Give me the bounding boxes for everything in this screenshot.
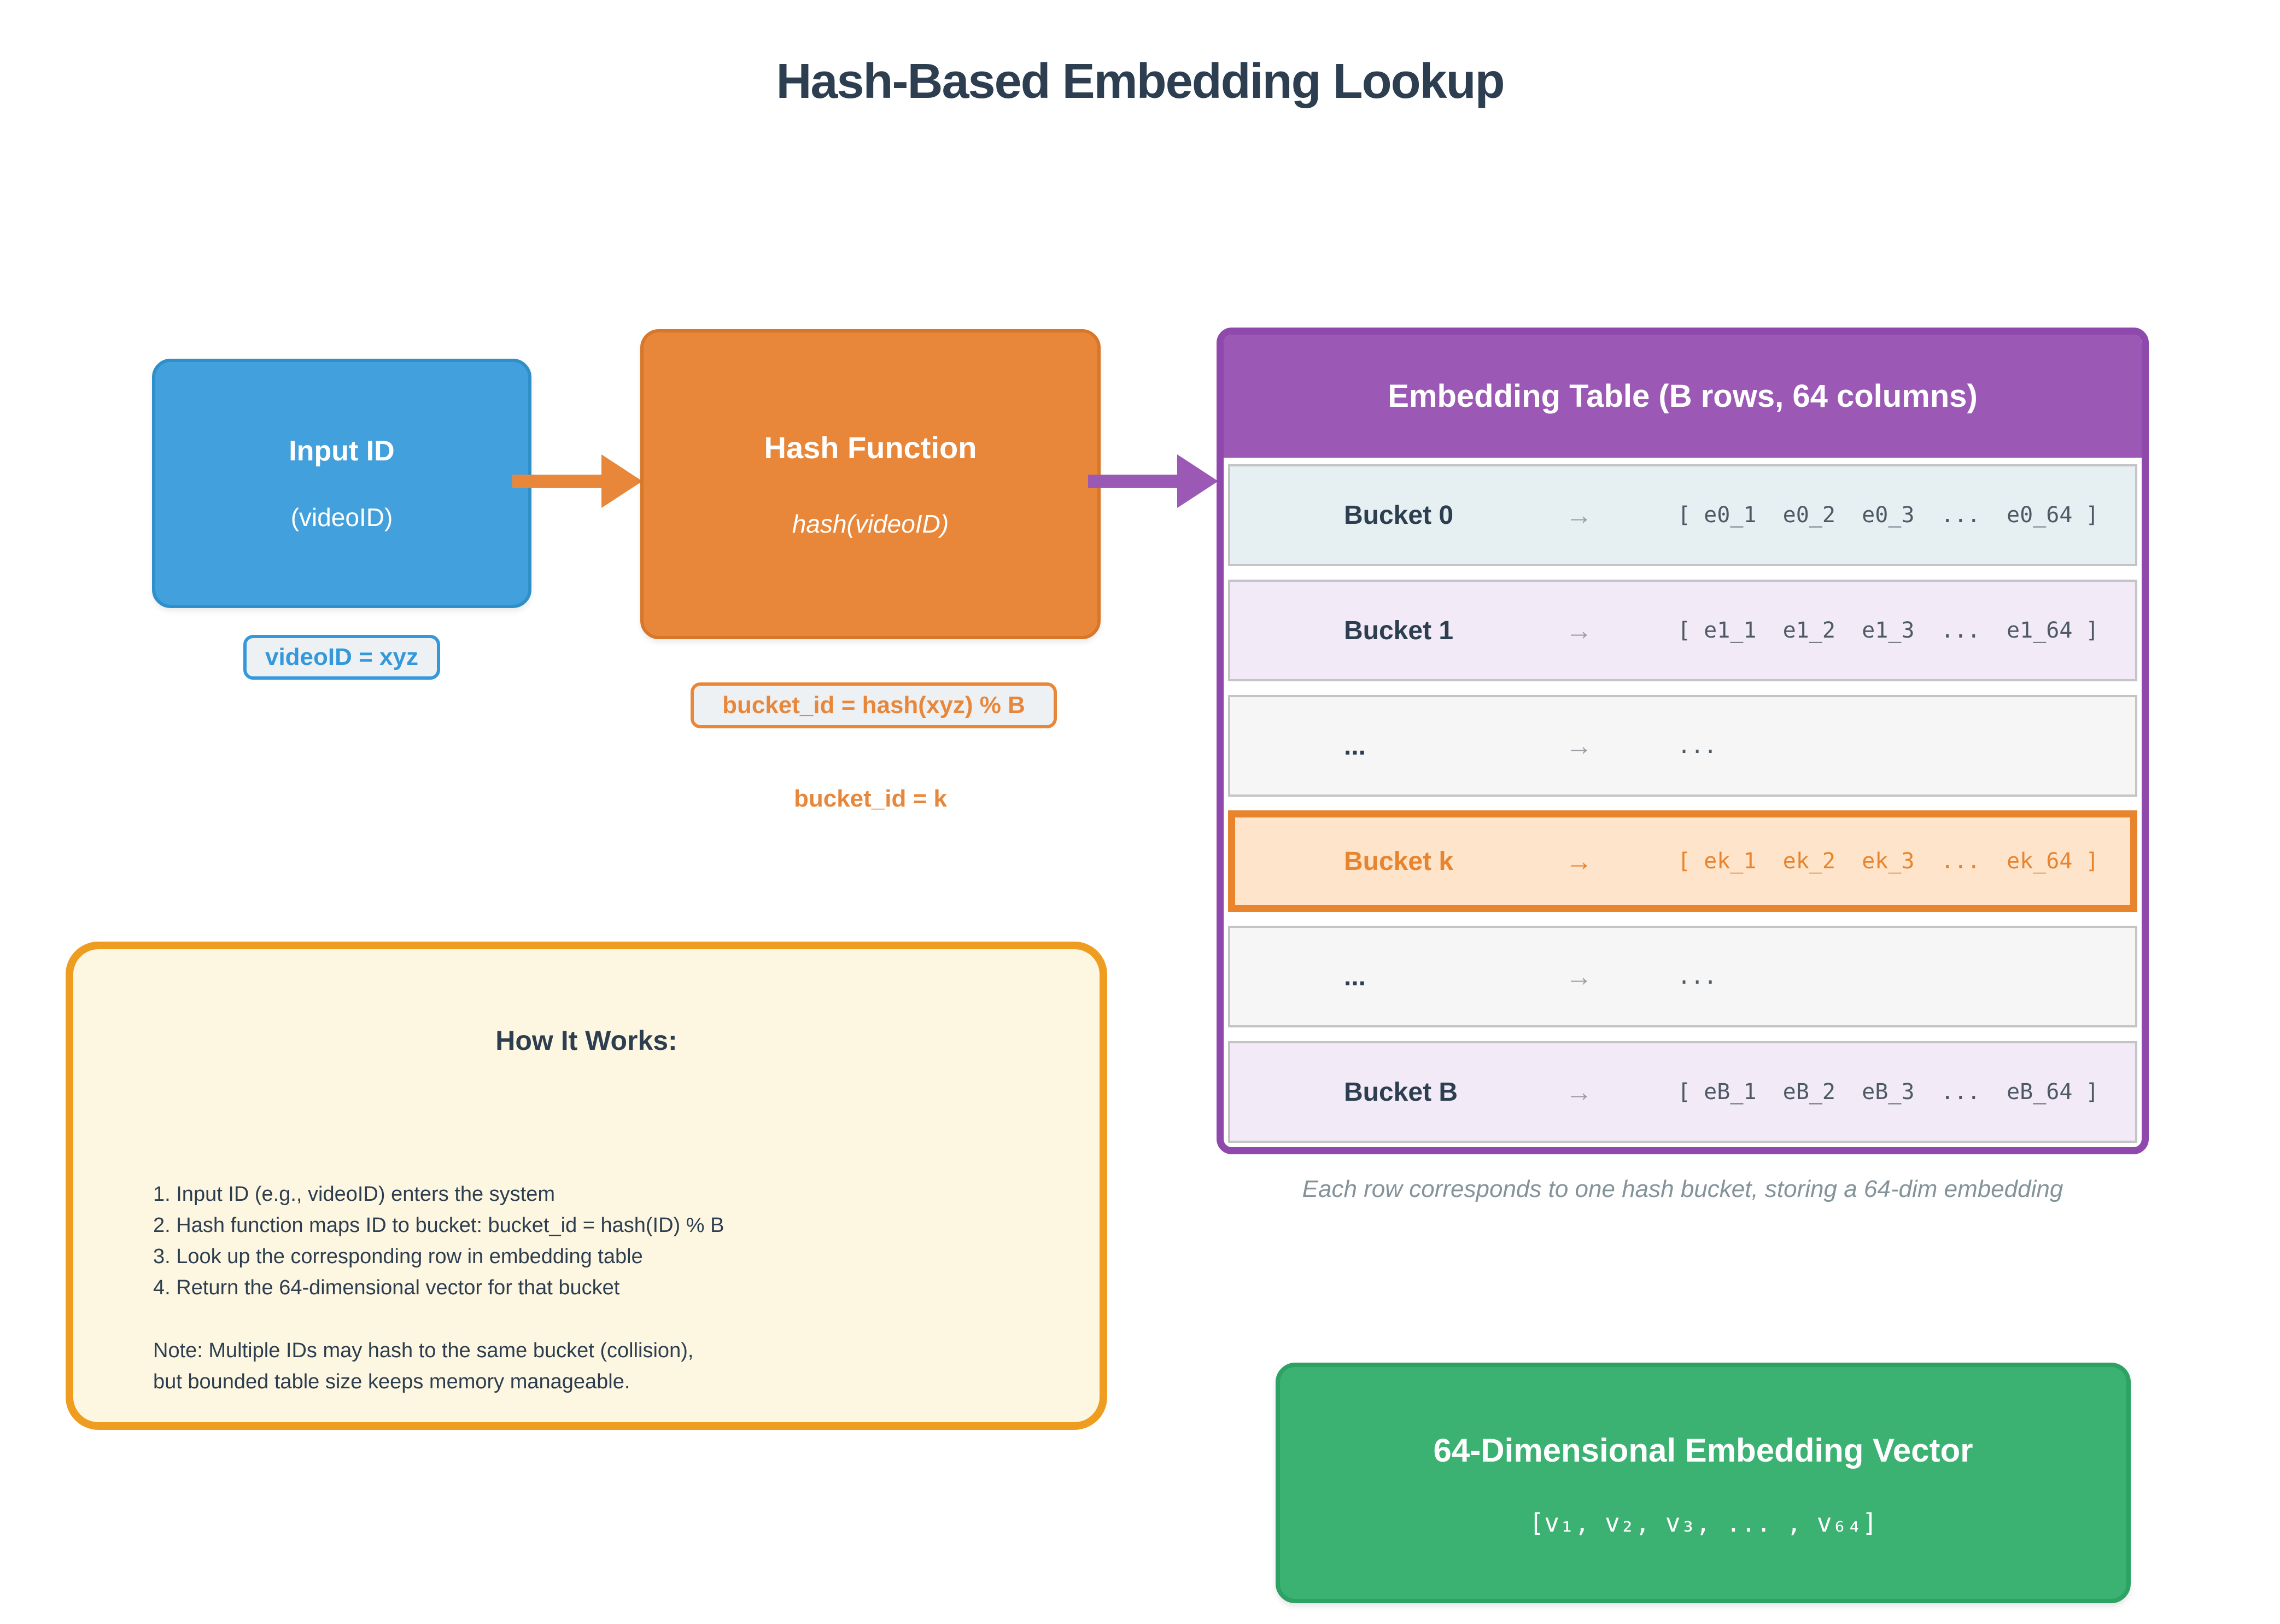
step-item: 1. Input ID (e.g., videoID) enters the s… xyxy=(153,1183,555,1206)
hash-function-subtitle: hash(videoID) xyxy=(792,510,949,538)
bucket-id-result-label: bucket_id = k xyxy=(793,785,947,812)
table-caption: Each row corresponds to one hash bucket,… xyxy=(1302,1176,2063,1202)
embedding-table-header: Embedding Table (B rows, 64 columns) xyxy=(1224,335,2142,458)
row-label: Bucket k xyxy=(1344,846,1454,876)
row-label: Bucket 1 xyxy=(1344,616,1454,645)
step-item: 3. Look up the corresponding row in embe… xyxy=(153,1245,643,1268)
note-line: Note: Multiple IDs may hash to the same … xyxy=(153,1339,694,1362)
embedding-table: Embedding Table (B rows, 64 columns) Buc… xyxy=(1217,328,2149,1154)
how-it-works-title: How It Works: xyxy=(495,1025,677,1056)
page-title: Hash-Based Embedding Lookup xyxy=(776,54,1505,109)
arrow-right-icon: → xyxy=(1565,731,1593,761)
output-vector-title: 64-Dimensional Embedding Vector xyxy=(1433,1432,1973,1469)
step-item: 2. Hash function maps ID to bucket: buck… xyxy=(153,1214,724,1237)
arrow-right-icon: → xyxy=(1565,615,1593,646)
bucket-id-formula-tag: bucket_id = hash(xyz) % B xyxy=(691,682,1057,728)
note-line: but bounded table size keeps memory mana… xyxy=(153,1370,630,1393)
arrow-right-icon: → xyxy=(1565,846,1593,877)
row-label: Bucket B xyxy=(1344,1077,1458,1107)
row-label: Bucket 0 xyxy=(1344,500,1454,530)
input-id-tag: videoID = xyz xyxy=(243,635,440,680)
table-row-bucket-B: Bucket B → [ eB_1 eB_2 eB_3 ... eB_64 ] xyxy=(1228,1041,2137,1143)
row-values: [ e1_1 e1_2 e1_3 ... e1_64 ] xyxy=(1677,618,2099,643)
hash-function-title: Hash Function xyxy=(764,430,977,465)
hash-function-box: Hash Function hash(videoID) xyxy=(640,329,1101,639)
row-label: ... xyxy=(1344,731,1366,761)
row-values: [ e0_1 e0_2 e0_3 ... e0_64 ] xyxy=(1677,503,2099,528)
input-id-subtitle: (videoID) xyxy=(290,503,393,531)
table-row-ellipsis: ... → ... xyxy=(1228,926,2137,1027)
how-it-works-panel: How It Works: 1. Input ID (e.g., videoID… xyxy=(66,942,1107,1430)
input-id-box: Input ID (videoID) xyxy=(152,359,531,608)
input-id-title: Input ID xyxy=(289,435,395,467)
row-values: ... xyxy=(1677,733,1717,758)
table-row-ellipsis: ... → ... xyxy=(1228,695,2137,797)
step-item: 4. Return the 64-dimensional vector for … xyxy=(153,1276,620,1299)
output-vector-box: 64-Dimensional Embedding Vector [v₁, v₂,… xyxy=(1276,1363,2131,1603)
arrow-right-icon xyxy=(1087,446,1221,517)
how-it-works-steps: 1. Input ID (e.g., videoID) enters the s… xyxy=(153,1179,724,1304)
output-vector-values: [v₁, v₂, v₃, ... , v₆₄] xyxy=(1529,1508,1878,1538)
arrow-right-icon: → xyxy=(1565,961,1593,992)
arrow-right-icon: → xyxy=(1565,1077,1593,1107)
embedding-table-rows: Bucket 0 → [ e0_1 e0_2 e0_3 ... e0_64 ] … xyxy=(1224,458,2142,1147)
row-values: [ ek_1 ek_2 ek_3 ... ek_64 ] xyxy=(1677,849,2099,874)
row-values: [ eB_1 eB_2 eB_3 ... eB_64 ] xyxy=(1677,1079,2099,1105)
arrow-right-icon xyxy=(511,446,645,517)
table-row-bucket-k-highlighted: Bucket k → [ ek_1 ek_2 ek_3 ... ek_64 ] xyxy=(1228,810,2137,912)
row-values: ... xyxy=(1677,964,1717,989)
table-row-bucket-1: Bucket 1 → [ e1_1 e1_2 e1_3 ... e1_64 ] xyxy=(1228,580,2137,681)
row-label: ... xyxy=(1344,962,1366,991)
arrow-right-icon: → xyxy=(1565,500,1593,530)
how-it-works-note: Note: Multiple IDs may hash to the same … xyxy=(153,1335,693,1398)
table-row-bucket-0: Bucket 0 → [ e0_1 e0_2 e0_3 ... e0_64 ] xyxy=(1228,464,2137,566)
